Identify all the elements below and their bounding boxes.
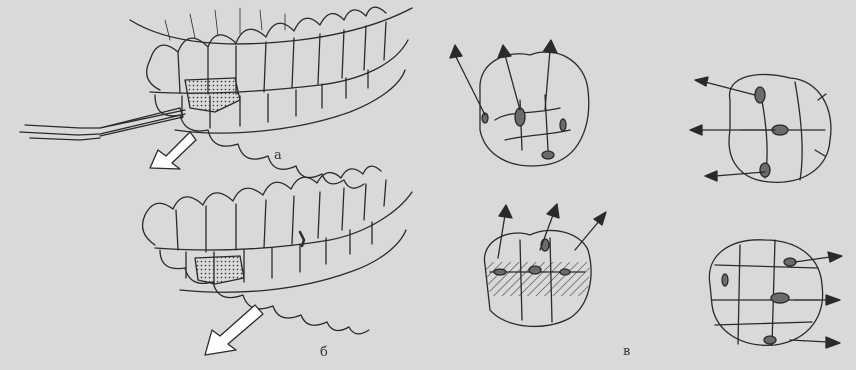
panel-b-dentition — [143, 166, 412, 334]
arrow-b-icon — [205, 305, 263, 355]
panel-label-b: б — [320, 345, 328, 360]
panel-label-a: а — [274, 148, 282, 163]
molar-lateral-3 — [484, 204, 606, 326]
molar-occlusal-4 — [709, 240, 842, 348]
panel-label-c: в — [623, 344, 630, 359]
molar-occlusal-1 — [450, 40, 589, 166]
arrow-a-icon — [150, 132, 196, 169]
panel-a-dentition — [20, 7, 412, 188]
molar-occlusal-2 — [690, 74, 831, 182]
